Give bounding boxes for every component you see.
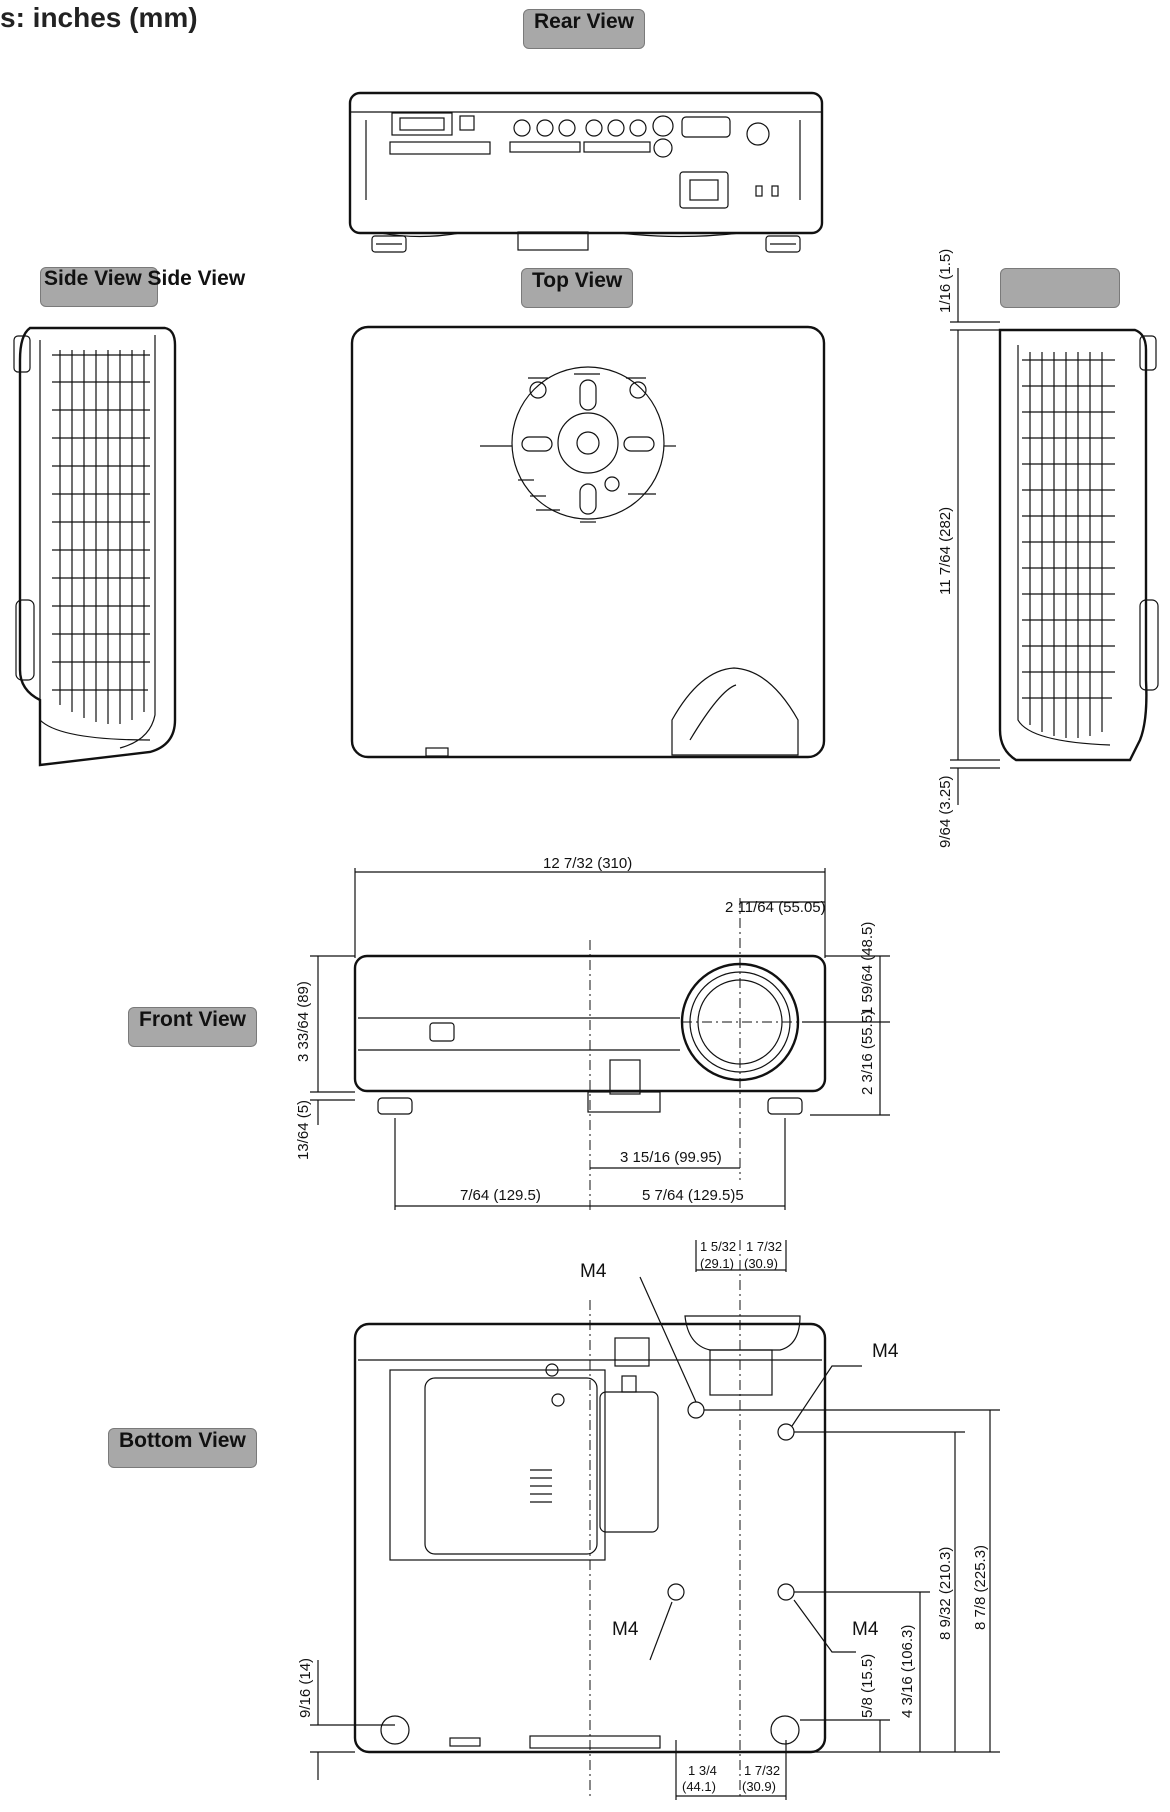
dim-bottom-height-inner: 8 9/32 (210.3) <box>937 1547 954 1640</box>
dim-side-top-gap: 1/16 (1.5) <box>937 249 954 313</box>
dim-bottom-bot-right: 1 7/32 <box>744 1763 780 1778</box>
dim-front-foot: 13/64 (5) <box>295 1100 312 1160</box>
mount-label-bottom-right: M4 <box>852 1619 879 1640</box>
front-view-label: Front View <box>128 1007 257 1047</box>
rear-view-drawing <box>348 91 824 253</box>
dim-front-width: 12 7/32 (310) <box>543 855 632 872</box>
side-view-label: Side View Side View <box>40 267 249 307</box>
bottom-view-label: Bottom View <box>108 1428 257 1468</box>
mount-label-top-right: M4 <box>872 1341 899 1362</box>
dim-front-lens-upper: 1 59/64 (48.5) <box>859 922 876 1015</box>
rear-view-label: Rear View <box>523 9 646 49</box>
dim-front-lens-lower: 2 3/16 (55.5) <box>859 1010 876 1095</box>
side-view-right-label <box>1000 268 1120 308</box>
dim-side-height: 11 7/64 (282) <box>937 507 954 595</box>
dim-front-right-half: 5 7/64 (129.5)5 <box>642 1187 744 1204</box>
dim-bottom-bot-right-mm: (30.9) <box>742 1779 776 1794</box>
dim-side-bottom-gap: 9/64 (3.25) <box>937 775 954 848</box>
top-view-label: Top View <box>521 268 634 308</box>
dim-bottom-top-left: 1 5/32 <box>700 1239 736 1254</box>
dim-bottom-bot-left-mm: (44.1) <box>682 1779 716 1794</box>
dim-bottom-low: 5/8 (15.5) <box>859 1654 876 1718</box>
front-view-drawing: 12 7/32 (310) 2 11/64 (55.05) 3 33/64 (8… <box>295 855 890 1210</box>
dim-front-height: 3 33/64 (89) <box>295 981 312 1062</box>
dim-bottom-top-right-mm: (30.9) <box>744 1256 778 1271</box>
mount-label-bottom-left: M4 <box>612 1619 639 1640</box>
dim-bottom-top-right: 1 7/32 <box>746 1239 782 1254</box>
side-view-label-text: Side View Side View <box>44 267 246 290</box>
side-view-right-drawing: 1/16 (1.5) 11 7/64 (282) 9/64 (3.25) <box>937 249 1159 848</box>
bottom-view-drawing: 1 5/32 1 7/32 (29.1) (30.9) 8 9/32 (210.… <box>297 1239 1000 1800</box>
dim-bottom-mid: 4 3/16 (106.3) <box>899 1625 916 1718</box>
dim-front-lens-offset: 2 11/64 (55.05) <box>725 899 826 916</box>
side-view-label-box <box>40 267 158 307</box>
side-view-left-drawing <box>13 326 177 767</box>
dim-bottom-left-edge: 9/16 (14) <box>297 1658 314 1718</box>
dim-bottom-bot-left: 1 3/4 <box>688 1763 717 1778</box>
mount-label-top-left: M4 <box>580 1261 607 1282</box>
dim-bottom-height-outer: 8 7/8 (225.3) <box>972 1545 989 1630</box>
units-heading: s: inches (mm) <box>0 2 198 33</box>
dim-front-left-half: 7/64 (129.5) <box>460 1187 541 1204</box>
dim-bottom-top-left-mm: (29.1) <box>700 1256 734 1271</box>
dim-front-center-to-lens: 3 15/16 (99.95) <box>620 1149 722 1166</box>
top-view-drawing <box>350 325 826 759</box>
